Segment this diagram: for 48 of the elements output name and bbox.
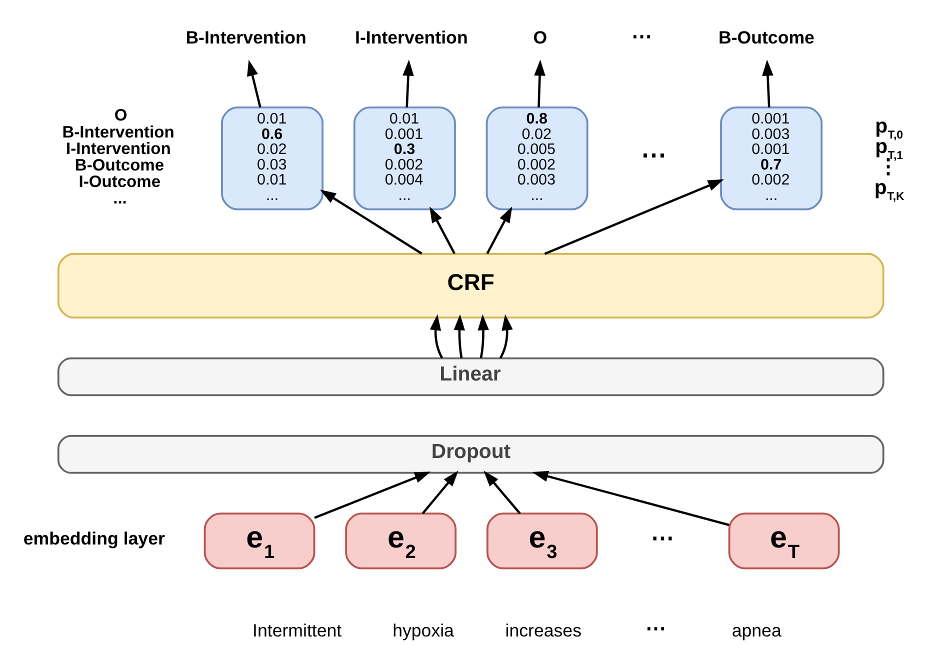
label: ⋯ bbox=[640, 140, 666, 169]
arrow bbox=[320, 189, 422, 254]
arrow bbox=[544, 178, 724, 254]
node-box: e$_{T}$ bbox=[728, 512, 840, 569]
label: O bbox=[114, 105, 128, 124]
label: I-Outcome bbox=[78, 171, 161, 190]
node-box: Linear bbox=[57, 356, 884, 396]
arrow bbox=[534, 59, 546, 107]
arrow bbox=[430, 314, 444, 358]
node-text: B-Outcome bbox=[718, 26, 814, 47]
arrow bbox=[247, 59, 262, 108]
node-text: O bbox=[533, 26, 548, 47]
label: embedding layer bbox=[23, 528, 165, 548]
node-box: 0.001 0.003 0.001 0.7 0.002 ... bbox=[720, 106, 823, 210]
node-box: e$_{1}$ bbox=[204, 512, 316, 569]
node-label: Intermittent bbox=[252, 620, 342, 640]
arrow bbox=[454, 314, 465, 358]
node-box: e$_{3}$ bbox=[486, 512, 598, 569]
label: ... bbox=[113, 188, 127, 207]
node-box: 0.8 0.02 0.005 0.002 0.003 ... bbox=[486, 106, 588, 210]
node-box: Dropout bbox=[57, 434, 884, 474]
arrow bbox=[532, 470, 730, 526]
arrow bbox=[486, 206, 512, 254]
node-text: B-Intervention bbox=[186, 26, 306, 47]
node-box: CRF bbox=[57, 252, 884, 318]
label: ⋯ bbox=[645, 618, 666, 640]
label: I-Intervention bbox=[66, 138, 171, 158]
label: B-Outcome bbox=[74, 154, 164, 174]
node-label: apnea bbox=[732, 620, 782, 640]
label: B-Intervention bbox=[62, 122, 174, 141]
arrow bbox=[402, 59, 414, 107]
arrow bbox=[430, 206, 456, 254]
node-box: 0.01 0.001 0.3 0.002 0.004 ... bbox=[353, 106, 456, 210]
arrow bbox=[478, 314, 489, 358]
arrow bbox=[762, 59, 774, 107]
node-label: increases bbox=[505, 620, 582, 640]
node-box: e$_{2}$ bbox=[345, 512, 457, 569]
label: ⋯ bbox=[631, 26, 652, 48]
arrow bbox=[484, 470, 521, 514]
label: p$_{T,K}$ bbox=[874, 176, 904, 202]
label: p$_{T,0}$ bbox=[875, 115, 904, 142]
label: ⋯ bbox=[651, 524, 674, 550]
node-text: I-Intervention bbox=[355, 26, 468, 47]
arrow bbox=[499, 314, 513, 358]
node-box: 0.01 0.6 0.02 0.03 0.01 ... bbox=[221, 106, 324, 210]
arrow bbox=[314, 471, 431, 518]
arrow bbox=[422, 470, 458, 514]
node-label: hypoxia bbox=[392, 620, 454, 640]
